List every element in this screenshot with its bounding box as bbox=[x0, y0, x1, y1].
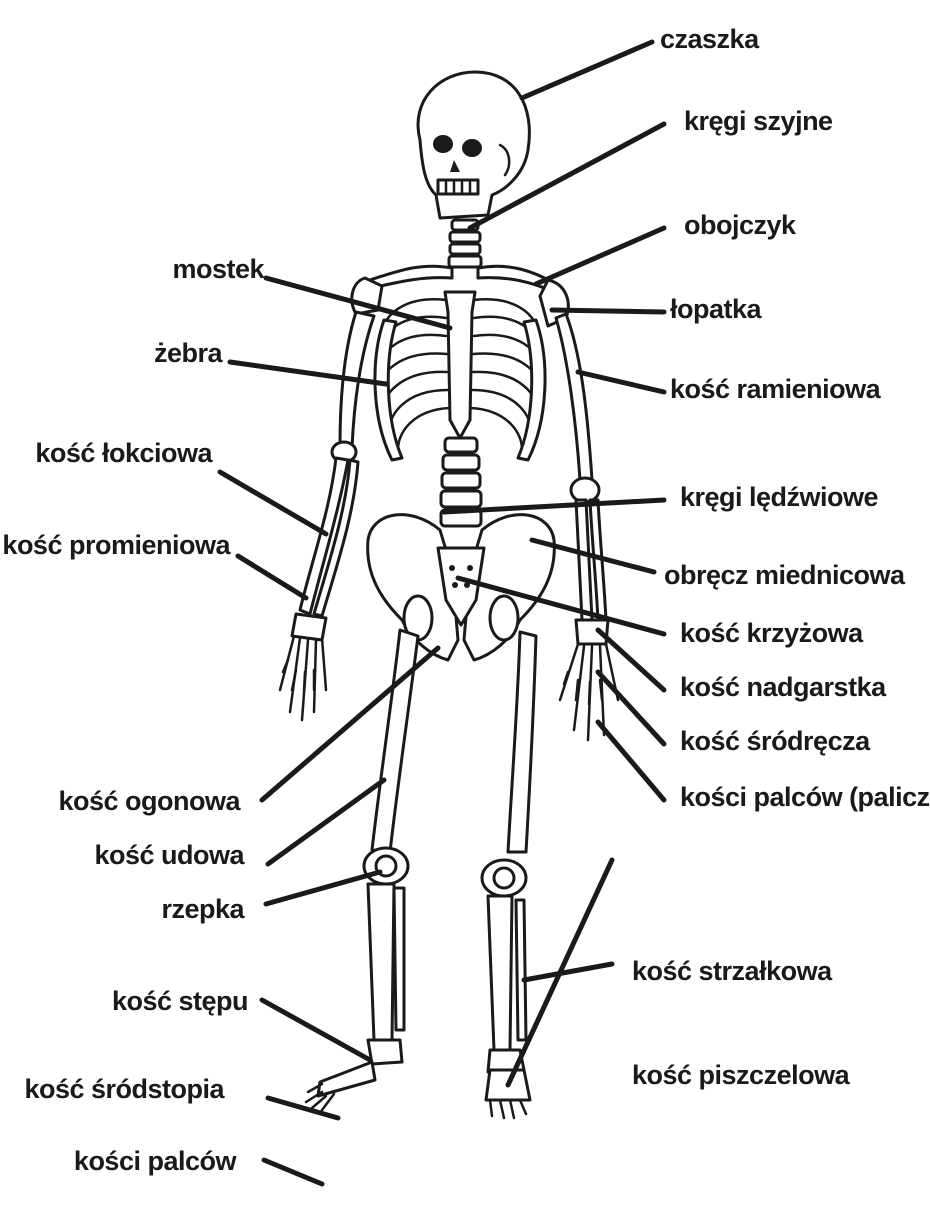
label-kosc-udowa: kość udowa bbox=[94, 840, 245, 870]
label-kosci-palcow: kości palców bbox=[74, 1146, 238, 1176]
label-rzepka: rzepka bbox=[161, 894, 245, 924]
label-obrecz-miednicowa: obręcz miednicowa bbox=[664, 560, 906, 590]
label-kosc-piszczelowa: kość piszczelowa bbox=[632, 1060, 851, 1090]
sternum bbox=[445, 292, 475, 438]
label-lopatka: łopatka bbox=[670, 294, 763, 324]
label-kosc-nadgarstka: kość nadgarstka bbox=[680, 672, 887, 702]
label-kosc-lokciowa: kość łokciowa bbox=[35, 438, 213, 468]
label-kregi-szyjne: kręgi szyjne bbox=[684, 106, 833, 136]
label-kregi-ledzwiowe: kręgi lędźwiowe bbox=[680, 482, 879, 512]
label-kosc-krzyzowa: kość krzyżowa bbox=[680, 618, 864, 648]
label-kosc-promieniowa: kość promieniowa bbox=[2, 530, 231, 560]
label-kosc-ramieniowa: kość ramieniowa bbox=[670, 374, 882, 404]
leader-kosci-palcow bbox=[264, 1160, 322, 1184]
label-kosci-palcow-paliczki: kości palców (paliczki) bbox=[680, 782, 930, 812]
label-kosc-ogonowa: kość ogonowa bbox=[58, 786, 241, 816]
leader-rzepka bbox=[266, 872, 380, 904]
label-mostek: mostek bbox=[172, 254, 265, 284]
labels-right: czaszka kręgi szyjne obojczyk łopatka ko… bbox=[632, 24, 930, 1090]
leader-kosc-ogonowa bbox=[262, 648, 438, 800]
ribs-right bbox=[471, 299, 545, 460]
leader-lopatka bbox=[552, 310, 664, 312]
label-kosc-srodrecza: kość śródręcza bbox=[680, 726, 871, 756]
skull bbox=[418, 72, 529, 218]
label-zebra: żebra bbox=[154, 338, 224, 368]
label-czaszka: czaszka bbox=[660, 24, 760, 54]
leader-kosc-promieniowa bbox=[238, 556, 306, 598]
leader-kosc-udowa bbox=[268, 780, 384, 864]
leader-kosc-stepu bbox=[262, 1000, 370, 1060]
leader-kosc-lokciowa bbox=[220, 472, 326, 534]
label-kosc-srodstopia: kość śródstopia bbox=[24, 1074, 225, 1104]
label-kosc-strzalkowa: kość strzałkowa bbox=[632, 956, 833, 986]
left-leg bbox=[306, 630, 418, 1110]
label-kosc-stepu: kość stępu bbox=[112, 986, 248, 1016]
labels-left: mostek żebra kość łokciowa kość promieni… bbox=[2, 254, 265, 1176]
leader-obojczyk bbox=[536, 228, 664, 284]
leader-czaszka bbox=[522, 42, 652, 98]
leader-kosc-ramieniowa bbox=[578, 372, 664, 392]
label-obojczyk: obojczyk bbox=[684, 210, 797, 240]
leader-kosc-strzalkowa bbox=[524, 964, 612, 980]
